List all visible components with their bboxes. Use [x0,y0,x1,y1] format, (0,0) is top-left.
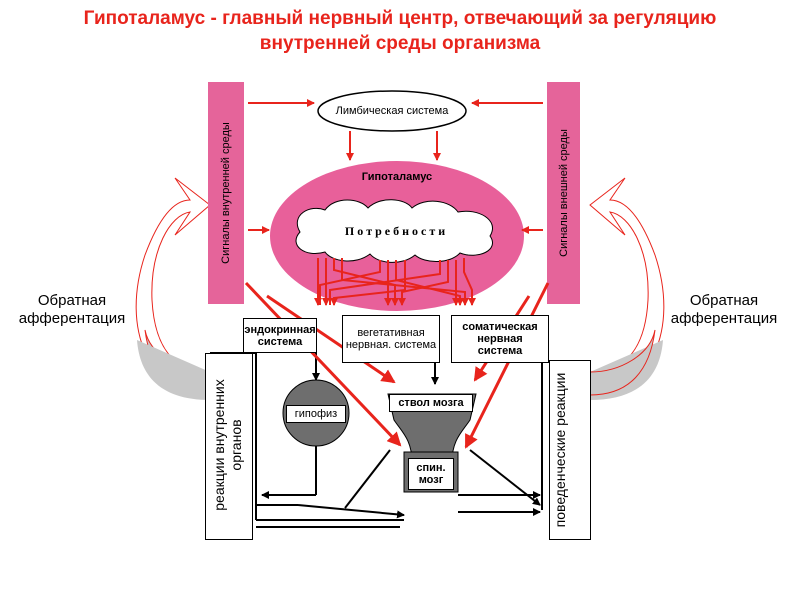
somatic-system-box: соматическая нервная система [451,315,549,363]
arrow-brainstem-to-behavior [469,449,541,506]
arrow-hypo-to-brainstem-left [266,294,396,384]
spinal-label: спин. мозг [408,458,454,490]
feedback-arrow-right [589,177,665,400]
behavioral-reactions-box [549,360,591,540]
arrow-internal-to-spinal [244,281,402,447]
feedback-arrow-left [135,177,211,400]
behavioral-reactions-label: поведенческие реакции [552,372,568,528]
arrow-external-to-spinal [464,282,550,449]
vegetative-system-box: вегетативная нервная. система [342,315,440,363]
needs-output-lines [314,258,476,306]
internal-signals-band [208,82,244,304]
page-title: Гипоталамус - главный нервный центр, отв… [0,6,800,56]
internal-reactions-box [205,353,253,540]
needs-cloud [295,199,493,263]
internal-signals-label: Сигналы внутренней среды [220,122,232,264]
title-line-1: Гипоталамус - главный нервный центр, отв… [83,8,717,29]
limbic-ellipse [317,90,467,132]
feedback-label-left: Обратная афферентация [18,292,126,327]
line-brainstem-to-bottom [344,449,391,509]
arrow-bottom-to-spinal [297,504,405,519]
external-signals-label: Сигналы внешней среды [558,129,570,257]
limbic-label: Лимбическая система [335,105,449,117]
endocrine-system-box: эндокринная система [243,318,317,353]
external-signals-band [547,82,580,304]
brainstem-label: ствол мозга [389,394,473,412]
internal-reactions-label: реакции внутренних органов [211,379,244,511]
pituitary-label: гипофиз [286,405,346,423]
title-line-2: внутренней среды организма [259,33,541,54]
feedback-label-right: Обратная афферентация [670,292,778,327]
needs-label: П о т р е б н о с т и [344,224,446,238]
hypothalamus-label: Гипоталамус [361,171,433,183]
